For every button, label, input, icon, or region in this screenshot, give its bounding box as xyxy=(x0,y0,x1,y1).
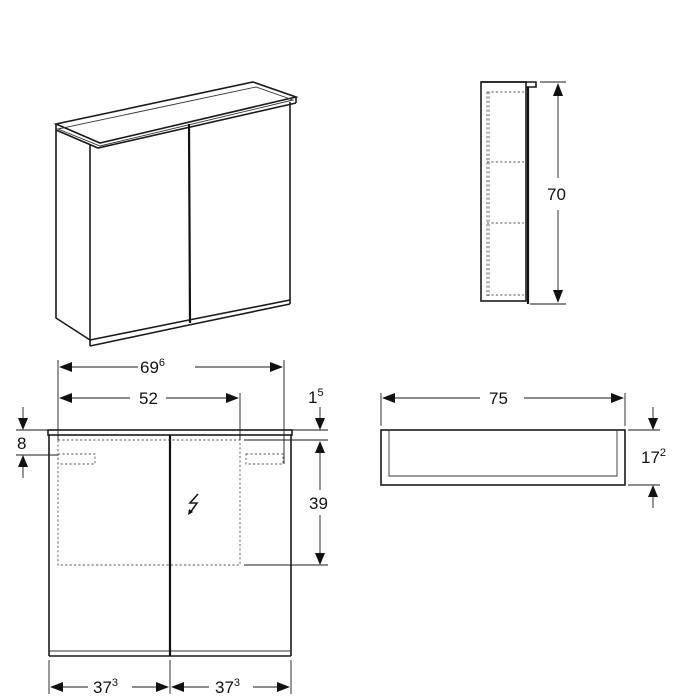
dimension-height-70: 70 xyxy=(547,185,566,204)
dimension-door-left: 373 xyxy=(93,677,118,697)
dimension-depth-17-2: 172 xyxy=(641,447,666,467)
isometric-view xyxy=(53,81,299,347)
side-view: 70 xyxy=(480,81,566,305)
dimension-height-39: 39 xyxy=(309,494,328,513)
dimension-width-75: 75 xyxy=(489,389,508,408)
dimension-door-right: 373 xyxy=(215,677,240,697)
front-view: 696 52 15 39 8 xyxy=(16,357,328,697)
dimension-height-8: 8 xyxy=(17,434,26,453)
dimension-width-69-6: 696 xyxy=(140,357,165,377)
dimension-offset-1-5: 15 xyxy=(308,387,324,407)
lightning-bolt-icon xyxy=(188,493,199,515)
dimension-width-52: 52 xyxy=(139,389,158,408)
top-view: 75 172 xyxy=(380,389,666,508)
